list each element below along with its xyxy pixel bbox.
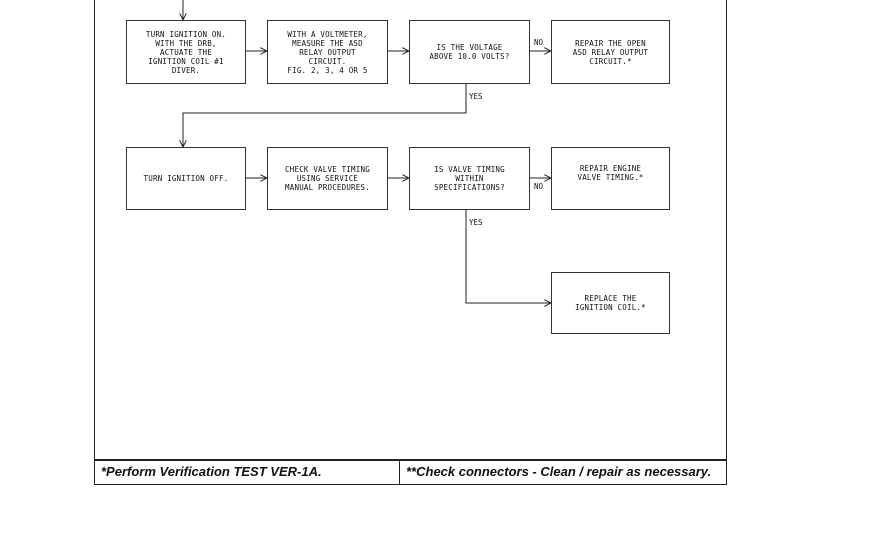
- box-voltage-question: IS THE VOLTAGE ABOVE 10.0 VOLTS?: [409, 20, 530, 84]
- box-repair-engine: REPAIR ENGINE VALVE TIMING.*: [551, 147, 670, 210]
- box-measure-asd: WITH A VOLTMETER, MEASURE THE ASD RELAY …: [267, 20, 388, 84]
- box-turn-ignition-off: TURN IGNITION OFF.: [126, 147, 246, 210]
- footer-note-connectors: **Check connectors - Clean / repair as n…: [406, 464, 712, 479]
- footer-divider: [399, 459, 400, 485]
- connector-valve-yes: [465, 209, 550, 303]
- box-repair-asd: REPAIR THE OPEN ASD RELAY OUTPUT CIRCUIT…: [551, 20, 670, 84]
- footer-rule: [94, 459, 727, 461]
- box-check-valve-timing: CHECK VALVE TIMING USING SERVICE MANUAL …: [267, 147, 388, 210]
- label-no-valve: NO: [534, 182, 544, 191]
- footer-note-verification: *Perform Verification TEST VER-1A.: [101, 464, 322, 479]
- label-no-voltage: NO: [534, 38, 544, 47]
- label-yes-valve: YES: [469, 218, 483, 227]
- box-replace-coil: REPLACE THE IGNITION COIL.*: [551, 272, 670, 334]
- box-valve-question: IS VALVE TIMING WITHIN SPECIFICATIONS?: [409, 147, 530, 210]
- label-yes-voltage: YES: [469, 92, 483, 101]
- connector-voltage-yes: [183, 83, 467, 146]
- box-turn-ignition-on: TURN IGNITION ON. WITH THE DRB, ACTUATE …: [126, 20, 246, 84]
- diagram-frame: [94, 0, 727, 485]
